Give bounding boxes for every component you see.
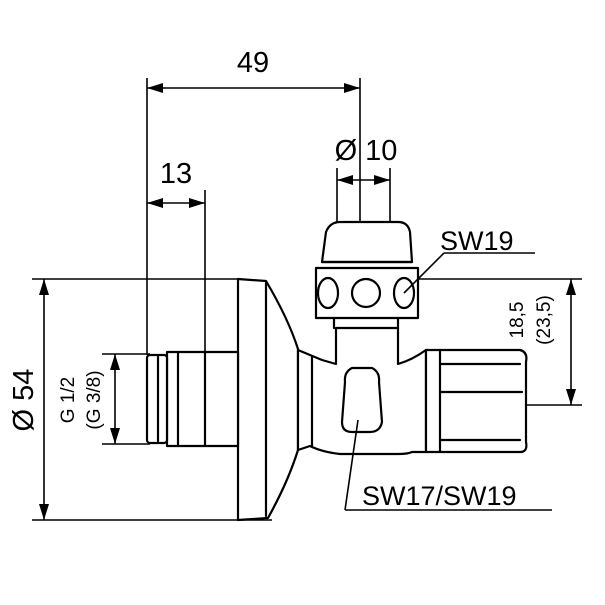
rosette — [236, 277, 300, 522]
outlet-height-label: 18,5 — [507, 302, 528, 339]
outlet-nut — [424, 348, 528, 454]
outlet-height-alt-label: (23,5) — [534, 295, 555, 345]
callout-top-wrench: SW19 — [403, 226, 535, 294]
rosette-diameter-label: Ø 54 — [8, 369, 40, 432]
dimension-overall-length: 49 — [147, 47, 360, 93]
dimension-outlet-height: 18,5 (23,5) — [507, 279, 576, 405]
thread-size-alt-label: (G 3/8) — [84, 370, 105, 429]
threaded-inlet — [145, 350, 240, 448]
thread-length-label: 13 — [160, 158, 192, 190]
dimension-thread-size: G 1/2 (G 3/8) — [58, 354, 120, 444]
top-wrench-label: SW19 — [440, 226, 514, 256]
valve-body — [296, 326, 428, 456]
extension-lines — [32, 78, 582, 521]
thread-size-label: G 1/2 — [58, 377, 79, 423]
dimension-stem-diameter: Ø 10 — [335, 135, 398, 185]
overall-length-label: 49 — [237, 47, 269, 79]
stem-diameter-label: Ø 10 — [335, 135, 398, 167]
top-cap — [314, 220, 420, 330]
callout-body-wrench: SW17/SW19 — [344, 419, 552, 511]
dimension-rosette-diameter: Ø 54 — [8, 279, 49, 520]
body-wrench-label: SW17/SW19 — [362, 481, 517, 511]
dimension-thread-length: 13 — [147, 158, 205, 208]
